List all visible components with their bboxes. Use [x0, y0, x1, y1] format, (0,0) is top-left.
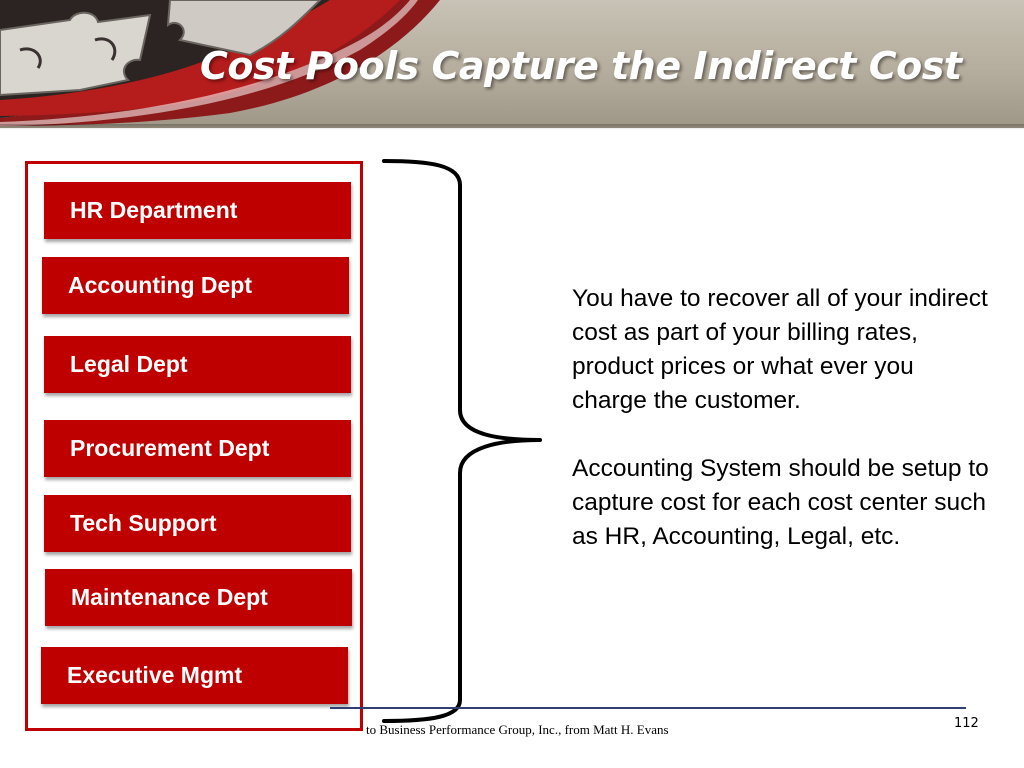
- dept-box-hr: HR Department: [44, 182, 351, 239]
- footer-credit: to Business Performance Group, Inc., fro…: [366, 722, 669, 737]
- explanation-paragraph-2: Accounting System should be setup to cap…: [572, 455, 989, 550]
- slide-title: Cost Pools Capture the Indirect Cost: [200, 44, 962, 88]
- header-shadow: [0, 124, 1024, 130]
- dept-box-legal: Legal Dept: [44, 336, 351, 393]
- curly-brace-icon: [382, 159, 542, 723]
- explanation-text: You have to recover all of your indirect…: [572, 282, 992, 554]
- dept-box-maintenance: Maintenance Dept: [45, 569, 352, 626]
- dept-box-executive: Executive Mgmt: [41, 647, 348, 704]
- footer-divider: [330, 707, 966, 709]
- dept-box-accounting: Accounting Dept: [42, 257, 349, 314]
- dept-box-procurement: Procurement Dept: [44, 420, 351, 477]
- page-number: 112: [954, 716, 979, 731]
- explanation-paragraph-1: You have to recover all of your indirect…: [572, 285, 988, 414]
- cost-pool-frame: [25, 161, 363, 731]
- dept-box-tech-support: Tech Support: [44, 495, 351, 552]
- slide-header: Cost Pools Capture the Indirect Cost: [0, 0, 1024, 128]
- puzzle-banner-image: [0, 0, 440, 126]
